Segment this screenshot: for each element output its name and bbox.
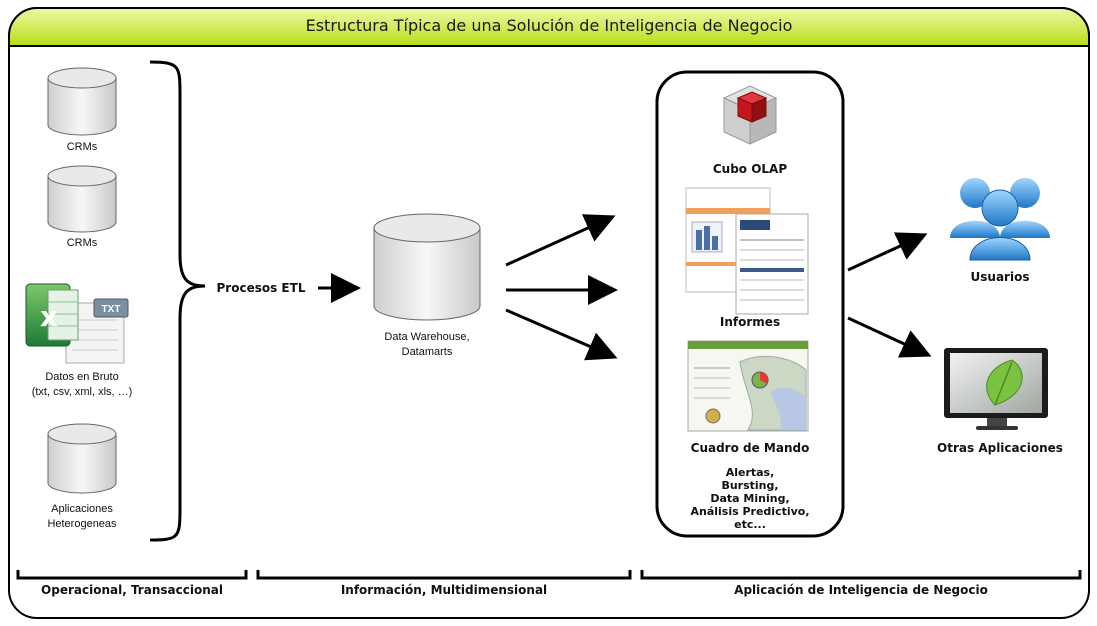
arrow-to-other-apps bbox=[847, 316, 932, 358]
other-apps-label: Otras Aplicaciones bbox=[937, 441, 1063, 455]
footer-bracket-1 bbox=[16, 570, 248, 580]
diagram-title: Estructura Típica de una Solución de Int… bbox=[305, 16, 793, 35]
extras-line-4: Análisis Predictivo, bbox=[690, 505, 810, 518]
extras-line-2: Bursting, bbox=[721, 479, 779, 492]
outer-frame bbox=[8, 7, 1090, 619]
footer-bi-application: Aplicación de Inteligencia de Negocio bbox=[734, 583, 988, 597]
footer-bracket-3 bbox=[640, 570, 1082, 580]
heterogeneous-apps-database-icon bbox=[47, 423, 117, 494]
crm-label-1: CRMs bbox=[66, 141, 98, 153]
arrow-to-dashboard bbox=[505, 308, 618, 361]
apps-label-line2: Heterogeneas bbox=[47, 518, 117, 530]
crm-label-2: CRMs bbox=[66, 237, 98, 249]
dashboard-icon bbox=[687, 340, 809, 432]
warehouse-label-line1: Data Warehouse, bbox=[384, 331, 470, 343]
txt-badge: TXT bbox=[101, 304, 121, 315]
olap-label: Cubo OLAP bbox=[712, 162, 788, 176]
extras-line-1: Alertas, bbox=[725, 466, 775, 479]
footer-bracket-2 bbox=[256, 570, 632, 580]
crm-database-icon-2 bbox=[47, 165, 117, 233]
reports-label: Informes bbox=[719, 315, 781, 329]
warehouse-label-line2: Datamarts bbox=[401, 346, 453, 358]
footer-operational: Operacional, Transaccional bbox=[41, 583, 223, 597]
raw-data-label-line1: Datos en Bruto bbox=[45, 371, 119, 383]
reports-icon bbox=[685, 187, 809, 315]
apps-label-line1: Aplicaciones bbox=[51, 503, 113, 515]
sources-brace bbox=[149, 60, 206, 542]
raw-data-label-line2: (txt, csv, xml, xls, …) bbox=[31, 386, 133, 398]
crm-database-icon-1 bbox=[47, 67, 117, 136]
arrow-to-users bbox=[847, 232, 928, 272]
users-label: Usuarios bbox=[970, 270, 1030, 284]
svg-text:x: x bbox=[40, 300, 58, 333]
monitor-icon bbox=[944, 348, 1048, 430]
etl-label: Procesos ETL bbox=[216, 281, 306, 295]
apps-box bbox=[655, 70, 845, 538]
arrow-to-olap bbox=[505, 214, 616, 267]
footer-information: Información, Multidimensional bbox=[340, 583, 548, 597]
dashboard-label: Cuadro de Mando bbox=[690, 441, 810, 455]
users-icon bbox=[950, 178, 1050, 261]
olap-cube-icon bbox=[722, 85, 778, 145]
excel-txt-files-icon: x bbox=[25, 283, 129, 364]
data-warehouse-database-icon bbox=[373, 213, 481, 321]
extras-line-5: etc... bbox=[734, 518, 766, 531]
extras-line-3: Data Mining, bbox=[710, 492, 790, 505]
